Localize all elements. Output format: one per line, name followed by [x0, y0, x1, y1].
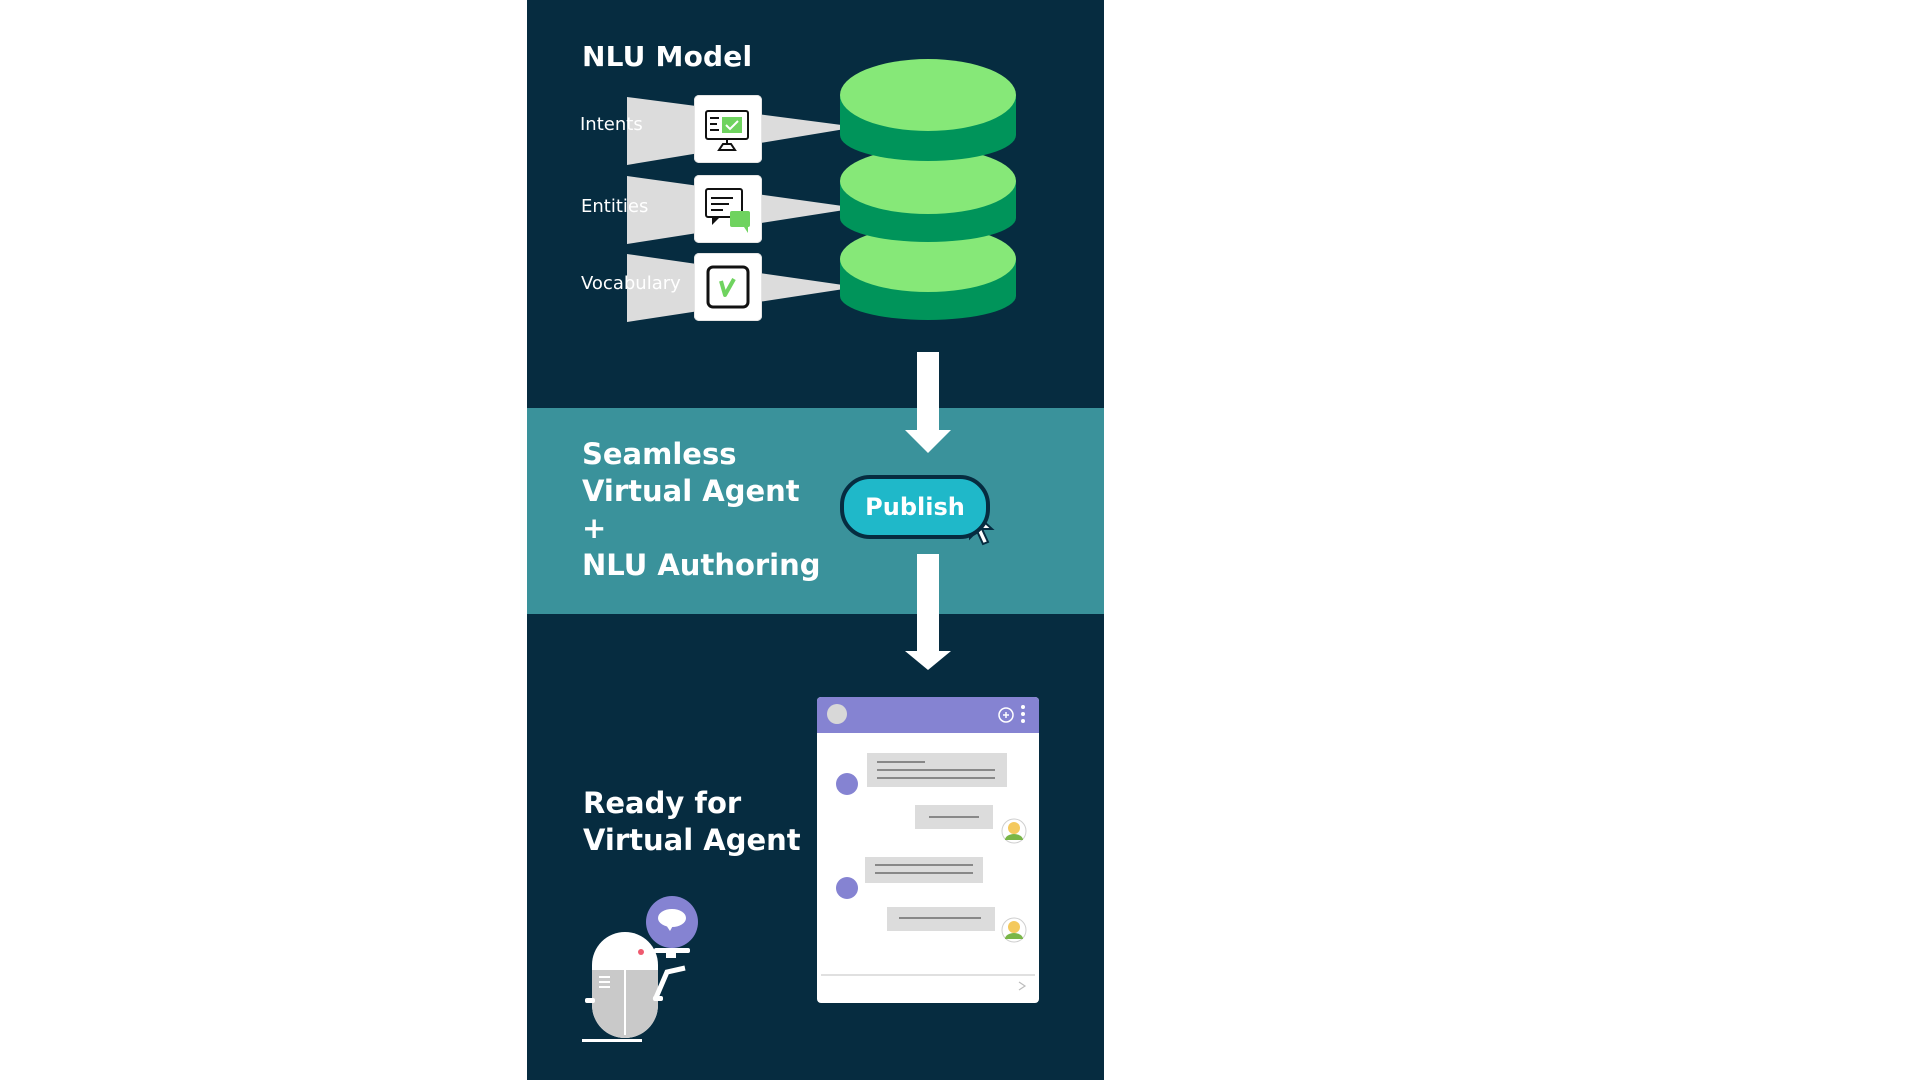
- authoring-heading-line: +: [582, 511, 607, 545]
- user-avatar-icon: [1001, 917, 1027, 943]
- ready-heading: Ready for Virtual Agent: [583, 785, 801, 859]
- label-entities: Entities: [581, 196, 649, 217]
- authoring-heading-line: NLU Authoring: [582, 548, 821, 582]
- chat-bubbles-icon: [705, 188, 750, 233]
- authoring-heading-line: Seamless: [582, 437, 737, 471]
- ready-heading-line: Virtual Agent: [583, 823, 801, 857]
- authoring-heading-line: Virtual Agent: [582, 474, 800, 508]
- publish-button[interactable]: Publish: [840, 475, 990, 539]
- intents-tile: [694, 95, 762, 163]
- arrow-down-icon: [905, 352, 951, 453]
- database-icon: [840, 59, 1016, 320]
- workflow-panel: NLU Model Intents Entities Vocabulary: [527, 0, 1104, 1080]
- vocabulary-v-icon: [706, 265, 750, 309]
- nlu-model-title: NLU Model: [582, 40, 753, 73]
- bot-message: [865, 857, 983, 883]
- arrow-down-icon: [905, 554, 951, 670]
- chat-art: [821, 704, 1035, 991]
- user-avatar-icon: [1001, 818, 1027, 844]
- bot-avatar-icon: [836, 877, 858, 899]
- monitor-check-icon: [705, 110, 749, 151]
- authoring-heading: Seamless Virtual Agent + NLU Authoring: [582, 436, 821, 584]
- chat-header: [817, 697, 1039, 733]
- label-intents: Intents: [580, 114, 643, 135]
- robot-icon: [582, 896, 698, 1042]
- new-chat-icon: [998, 707, 1014, 723]
- send-icon: [1018, 981, 1027, 991]
- more-vertical-icon: [1021, 705, 1025, 723]
- chat-window: [817, 697, 1039, 1003]
- vocabulary-tile: [694, 253, 762, 321]
- chat-avatar-icon: [827, 704, 847, 724]
- entities-tile: [694, 175, 762, 243]
- ready-heading-line: Ready for: [583, 786, 742, 820]
- label-vocabulary: Vocabulary: [581, 273, 681, 294]
- authoring-band: [527, 408, 1104, 614]
- bot-avatar-icon: [836, 773, 858, 795]
